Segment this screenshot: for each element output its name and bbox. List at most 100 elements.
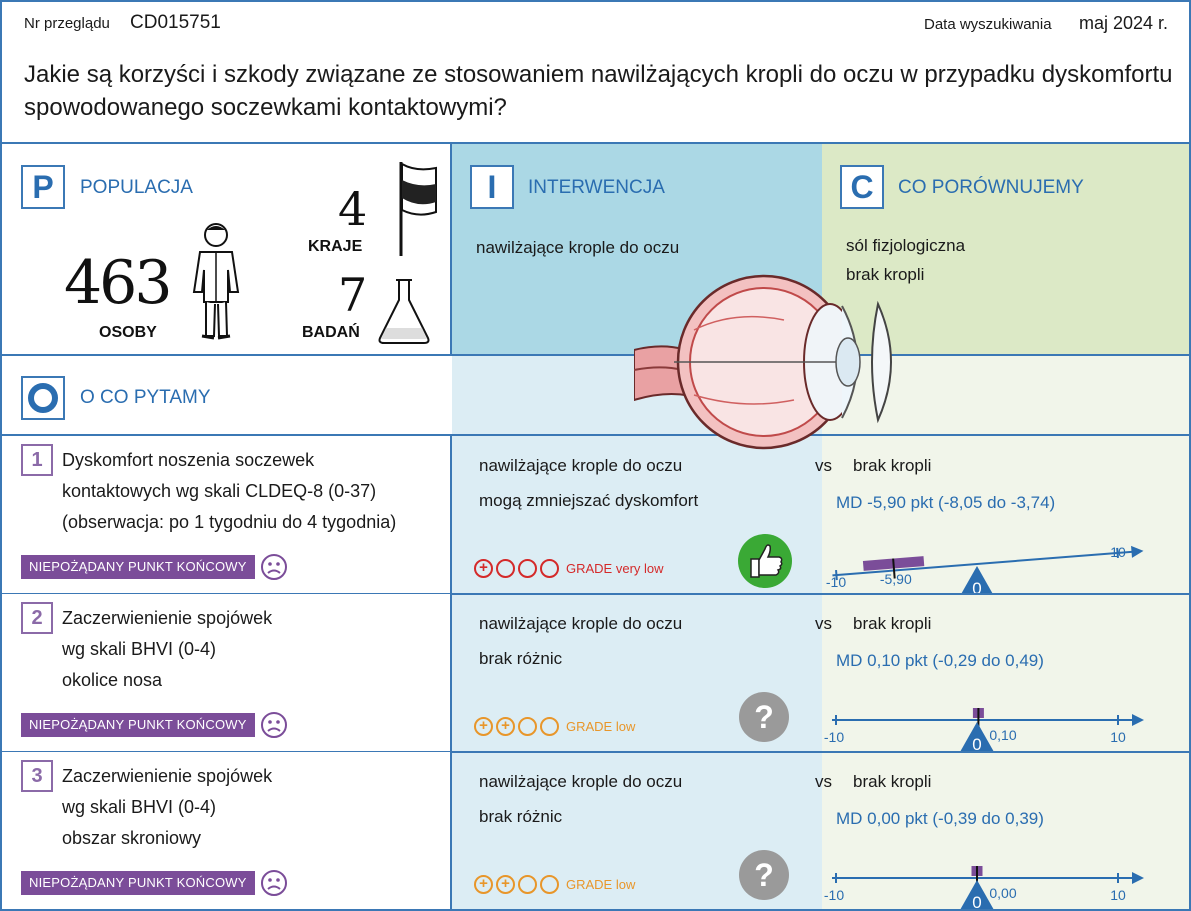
header: Nr przeglądu CD015751 Data wyszukiwania … xyxy=(2,2,1189,144)
review-number: CD015751 xyxy=(130,12,221,33)
grade-empty-icon xyxy=(518,875,537,895)
flask-icon xyxy=(378,279,430,344)
undesirable-endpoint-badge: NIEPOŻĄDANY PUNKT KOŃCOWY xyxy=(21,555,255,579)
effect-scale: -10 10 0 -5,90 xyxy=(826,544,1144,594)
intervention-name: nawilżające krople do oczu xyxy=(479,772,683,791)
scale-max-label: 10 xyxy=(1110,887,1126,903)
sad-face-icon xyxy=(261,554,287,580)
comparison-item: sól fizjologiczna xyxy=(846,236,966,255)
population-panel: P POPULACJA 463 OSOBY 4 KRAJE 7 BADAŃ xyxy=(2,144,452,356)
scale-axis xyxy=(832,550,1140,577)
divider xyxy=(2,434,1189,436)
versus-label: vs xyxy=(815,456,832,475)
scale-arrow-head xyxy=(1132,872,1144,884)
effect-scale: -10 10 0 0,00 xyxy=(824,866,1144,910)
intervention-title: INTERWENCJA xyxy=(528,177,665,198)
comparison-title: CO PORÓWNUJEMY xyxy=(898,177,1084,198)
grade-label: GRADE low xyxy=(566,876,636,892)
effect-summary: brak różnic xyxy=(479,649,563,668)
zero-marker xyxy=(960,880,994,909)
sad-face-icon xyxy=(261,870,287,896)
control-name: brak kropli xyxy=(853,614,932,633)
point-estimate-mark xyxy=(892,558,896,579)
outcome-description: 2 Zaczerwienienie spojówek wg skali BHVI (… xyxy=(2,594,452,752)
scale-min-label: -10 xyxy=(824,729,844,745)
outcome-number: 3 xyxy=(21,760,53,792)
thumbs-up-icon xyxy=(738,534,792,588)
divider xyxy=(2,751,1189,753)
outcomes-title: O CO PYTAMY xyxy=(80,387,211,408)
scale-group xyxy=(832,545,1144,581)
grade-plus-icon: + xyxy=(474,875,493,895)
question-mark-icon: ? xyxy=(739,692,789,742)
people-label: OSOBY xyxy=(99,324,157,341)
countries-label: KRAJE xyxy=(308,238,363,255)
people-count: 463 xyxy=(64,248,173,318)
search-date: maj 2024 r. xyxy=(1079,13,1169,33)
grade-rating: ++GRADE low xyxy=(474,716,635,737)
grade-label: GRADE very low xyxy=(566,560,664,576)
point-estimate-label: -5,90 xyxy=(880,571,912,587)
studies-count: 7 xyxy=(338,268,368,322)
zero-marker xyxy=(961,566,993,594)
scale-max-label: 10 xyxy=(1110,729,1126,745)
grade-plus-icon: + xyxy=(474,559,493,579)
versus-label: vs xyxy=(815,772,832,791)
intervention-name: nawilżające krople do oczu xyxy=(479,456,683,475)
control-name: brak kropli xyxy=(853,456,932,475)
grade-empty-icon xyxy=(540,559,559,579)
outcome-text-line: Zaczerwienienie spojówek xyxy=(62,766,273,786)
outcome-text-line: Zaczerwienienie spojówek xyxy=(62,608,273,628)
effect-summary: brak różnic xyxy=(479,807,563,826)
divider xyxy=(2,593,1189,595)
outcome-text-line: wg skali BHVI (0-4) xyxy=(62,639,217,659)
grade-plus-icon: + xyxy=(496,717,515,737)
comparison-item: brak kropli xyxy=(846,265,925,284)
mean-difference: MD -5,90 pkt (-8,05 do -3,74) xyxy=(836,493,1056,512)
grade-rating: ++GRADE low xyxy=(474,874,635,895)
grade-empty-icon xyxy=(496,559,515,579)
point-estimate-label: 0,00 xyxy=(989,885,1016,901)
grade-empty-icon xyxy=(540,717,559,737)
intervention-panel: I INTERWENCJA nawilżające krople do oczu xyxy=(452,144,822,356)
undesirable-endpoint-badge: NIEPOŻĄDANY PUNKT KOŃCOWY xyxy=(21,871,255,895)
review-number-label: Nr przeglądu xyxy=(24,15,110,32)
scale-tick xyxy=(1116,547,1119,559)
scale-group xyxy=(832,708,1144,728)
outcomes-comparison-column xyxy=(822,356,1189,909)
intervention-letter: I xyxy=(470,165,514,209)
outcome-text-line: (obserwacja: po 1 tygodniu do 4 tygodnia… xyxy=(62,512,397,532)
scale-max-label: 10 xyxy=(1110,544,1126,560)
zero-label: 0 xyxy=(972,735,981,752)
zero-label: 0 xyxy=(972,893,981,910)
mean-difference: MD 0,00 pkt (-0,39 do 0,39) xyxy=(836,809,1044,828)
outcomes-letter xyxy=(21,376,65,420)
control-name: brak kropli xyxy=(853,772,932,791)
flag-icon xyxy=(399,162,437,256)
scale-arrow-head xyxy=(1132,714,1144,726)
zero-label: 0 xyxy=(972,579,981,594)
outcome-number: 2 xyxy=(21,602,53,634)
studies-label: BADAŃ xyxy=(302,324,360,341)
grade-empty-icon xyxy=(540,875,559,895)
outcome-number: 1 xyxy=(21,444,53,476)
zero-marker xyxy=(960,722,994,752)
sad-face-icon xyxy=(261,712,287,738)
population-title: POPULACJA xyxy=(80,177,193,198)
scale-min-label: -10 xyxy=(826,574,846,590)
grade-empty-icon xyxy=(518,717,537,737)
eye-illustration xyxy=(634,274,892,450)
outcome-text-line: obszar skroniowy xyxy=(62,828,202,848)
person-icon xyxy=(192,223,240,340)
scale-min-label: -10 xyxy=(824,887,844,903)
point-estimate-label: 0,10 xyxy=(989,727,1016,743)
countries-count: 4 xyxy=(338,182,368,236)
